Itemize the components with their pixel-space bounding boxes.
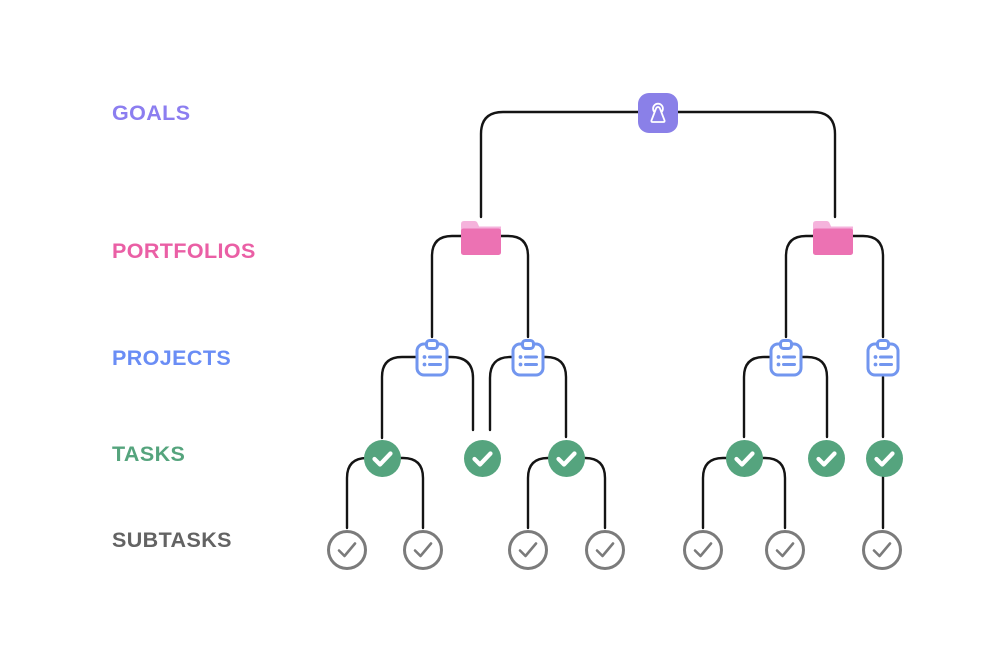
edge-task-4-subtask-5 xyxy=(701,456,746,530)
subtask-node-3 xyxy=(508,530,548,570)
person-badge-icon xyxy=(650,102,666,123)
edge-goal-1-portfolio-2 xyxy=(656,110,837,219)
check-icon xyxy=(518,542,538,558)
project-node-1 xyxy=(415,339,449,382)
check-icon xyxy=(337,542,357,558)
task-node-6 xyxy=(866,440,903,477)
edge-portfolio-2-project-3 xyxy=(784,234,835,339)
clipboard-list-icon xyxy=(511,339,545,377)
edge-project-1-task-1 xyxy=(380,355,434,440)
check-icon xyxy=(734,451,755,467)
check-icon xyxy=(693,542,713,558)
check-icon xyxy=(413,542,433,558)
subtask-node-2 xyxy=(403,530,443,570)
task-node-4 xyxy=(726,440,763,477)
edge-project-1-task-2 xyxy=(430,355,475,432)
check-icon xyxy=(556,451,577,467)
subtask-node-1 xyxy=(327,530,367,570)
check-icon xyxy=(372,451,393,467)
edge-project-3-task-4 xyxy=(742,355,788,439)
check-icon xyxy=(775,542,795,558)
task-node-2 xyxy=(464,440,501,477)
edge-project-3-task-5 xyxy=(784,355,829,439)
row-label-subtasks: SUBTASKS xyxy=(112,528,232,552)
edge-project-2-task-2 xyxy=(488,355,530,432)
check-icon xyxy=(816,451,837,467)
row-label-tasks: TASKS xyxy=(112,442,186,466)
check-icon xyxy=(874,451,895,467)
task-node-3 xyxy=(548,440,585,477)
clipboard-list-icon xyxy=(866,339,900,377)
row-label-portfolios: PORTFOLIOS xyxy=(112,239,256,263)
row-label-goals: GOALS xyxy=(112,101,191,125)
task-node-5 xyxy=(808,440,845,477)
clipboard-list-icon xyxy=(415,339,449,377)
edge-portfolio-2-project-4 xyxy=(831,234,885,339)
subtask-node-6 xyxy=(765,530,805,570)
project-node-4 xyxy=(866,339,900,382)
row-label-projects: PROJECTS xyxy=(112,346,232,370)
project-node-3 xyxy=(769,339,803,382)
edge-task-3-subtask-4 xyxy=(564,456,607,530)
edge-task-1-subtask-2 xyxy=(380,456,425,530)
edge-portfolio-1-project-1 xyxy=(430,234,483,339)
subtask-node-5 xyxy=(683,530,723,570)
check-icon xyxy=(472,451,493,467)
subtask-node-7 xyxy=(862,530,902,570)
edge-project-2-task-3 xyxy=(526,355,568,439)
check-icon xyxy=(595,542,615,558)
folder-icon xyxy=(813,221,853,255)
edge-goal-1-portfolio-1 xyxy=(479,110,660,219)
edge-task-4-subtask-6 xyxy=(742,456,787,530)
folder-icon xyxy=(461,221,501,255)
edge-portfolio-1-project-2 xyxy=(479,234,530,339)
clipboard-list-icon xyxy=(769,339,803,377)
portfolio-node-1 xyxy=(461,219,501,260)
subtask-node-4 xyxy=(585,530,625,570)
task-node-1 xyxy=(364,440,401,477)
goal-node xyxy=(638,93,678,133)
edge-task-3-subtask-3 xyxy=(526,456,568,530)
project-node-2 xyxy=(511,339,545,382)
portfolio-node-2 xyxy=(813,219,853,260)
check-icon xyxy=(872,542,892,558)
